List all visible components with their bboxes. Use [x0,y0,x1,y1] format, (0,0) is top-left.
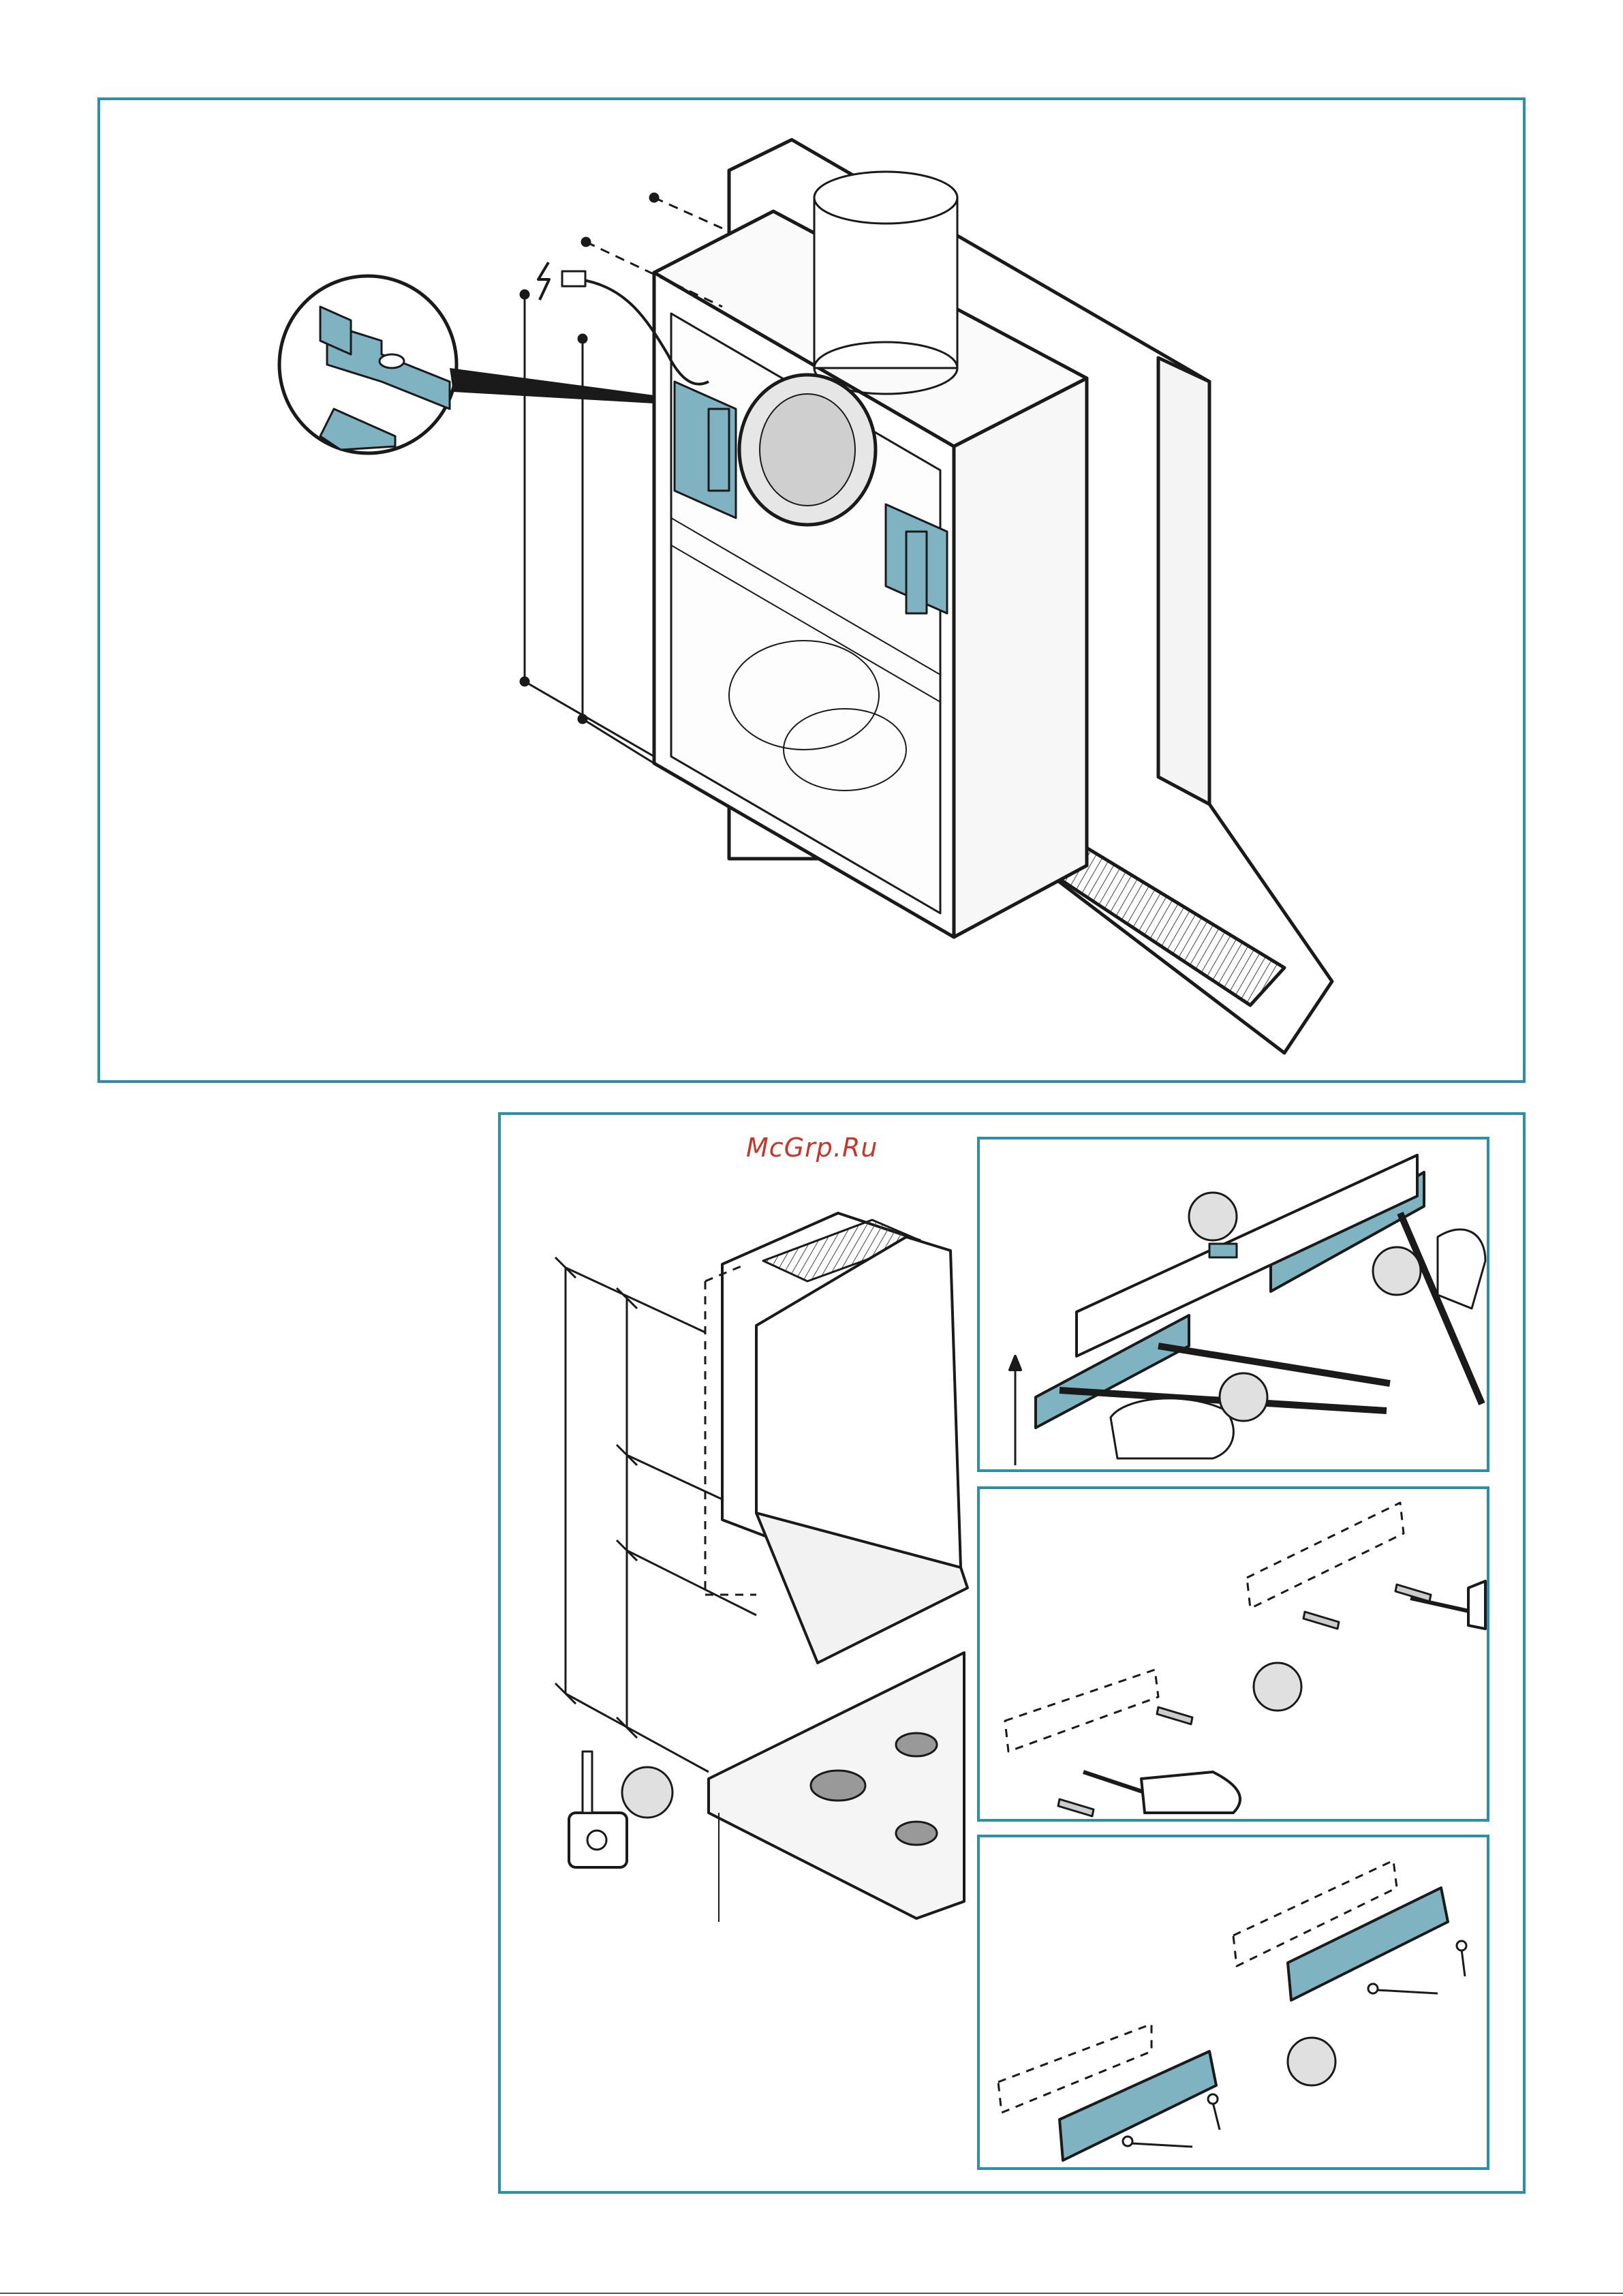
dashed-template-left [1005,1670,1158,1751]
hood-overview-illustration [279,140,1332,1053]
cabinet-right-face [954,378,1087,937]
step-marker-a2 [1373,1247,1421,1295]
chimney-side [1158,358,1209,804]
spirit-level-icon [1077,1155,1417,1356]
mark-with-level-illustration [1010,1155,1485,1465]
measure-height-illustration [555,1213,968,1922]
step-marker-c1 [1288,2038,1335,2085]
duct-pipe-icon [814,172,957,394]
step-marker-a3 [1220,1373,1267,1421]
bracket-detail-callout [279,276,654,453]
power-plug-icon [562,271,585,286]
step-marker-measure [622,1767,673,1818]
drill-and-plug-illustration [1005,1503,1485,1816]
electric-warning-icon [538,262,549,300]
screw-brackets-illustration [998,1861,1466,2160]
step-marker-a1 [1189,1193,1237,1240]
dashed-template-right [1247,1503,1404,1608]
fixed-bracket-right [1288,1888,1448,2000]
step-marker-b1 [1254,1663,1301,1711]
tape-measure-icon [569,1751,627,1867]
hand-icon [1111,1398,1233,1458]
